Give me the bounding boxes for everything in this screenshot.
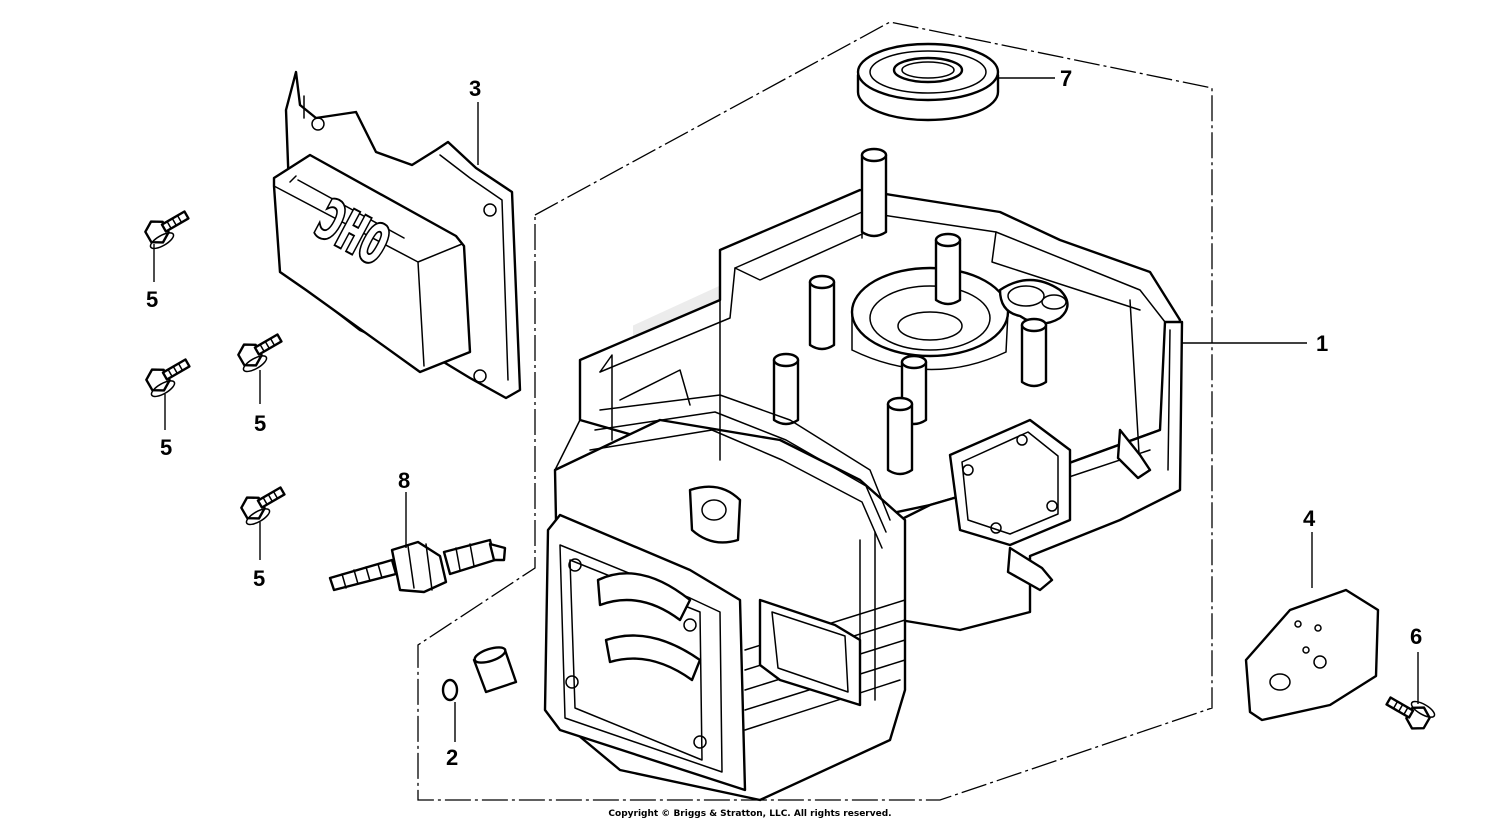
cylinder-block-part — [543, 147, 1184, 802]
copyright-notice: Copyright © Briggs & Stratton, LLC. All … — [608, 809, 891, 819]
callout-6: 6 — [1410, 624, 1422, 649]
gasket-part — [1244, 532, 1380, 722]
flange-bolt-5b — [145, 358, 191, 398]
callout-5c: 5 — [254, 411, 266, 436]
callout-5b: 5 — [160, 435, 172, 460]
callout-5d: 5 — [253, 566, 265, 591]
oil-seal-part — [856, 42, 1000, 122]
callout-4: 4 — [1303, 506, 1316, 531]
valve-cover-part: OHC — [272, 70, 522, 400]
flange-bolt-5d — [240, 486, 286, 526]
flange-bolt-5a — [144, 210, 190, 250]
callout-2: 2 — [446, 745, 458, 770]
dowel-pin-part — [441, 646, 518, 742]
callout-3: 3 — [469, 76, 481, 101]
callout-7: 7 — [1060, 66, 1072, 91]
flange-bolt-5c — [237, 333, 283, 373]
assembly-boundary — [417, 21, 1213, 801]
callout-8: 8 — [398, 468, 410, 493]
spark-plug-part — [328, 492, 507, 594]
callout-5a: 5 — [146, 287, 158, 312]
callout-1: 1 — [1316, 331, 1328, 356]
flange-bolt-6 — [1385, 696, 1436, 730]
